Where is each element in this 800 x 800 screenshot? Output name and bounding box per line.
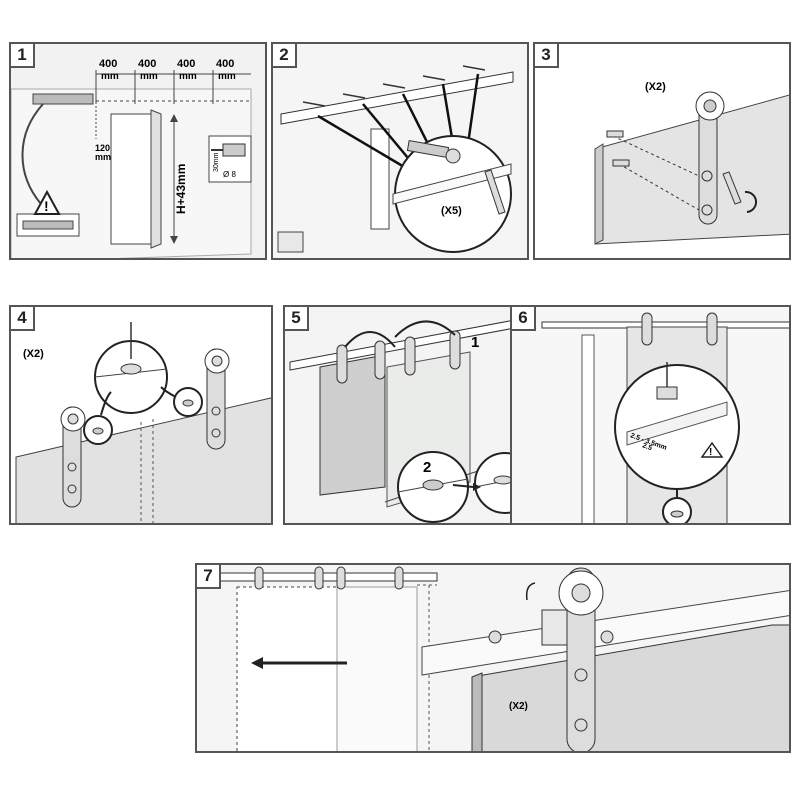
step-1-panel: 1 400 mm 400 mm 400 mm 400 mm H+43mm — [9, 42, 267, 260]
step-6-dim-a: 2.5 — [641, 442, 653, 452]
step-7-qty: (X2) — [509, 701, 528, 712]
dim-2-unit: mm — [140, 71, 158, 82]
dim-3-label: 400 — [177, 58, 195, 70]
step-4-number: 4 — [11, 307, 35, 331]
dim-1-label: 400 — [99, 58, 117, 70]
dim-1-unit: mm — [101, 71, 119, 82]
step-5-number: 5 — [285, 307, 309, 331]
step-5-illustration: 1 2 — [285, 307, 521, 523]
step-3-qty: (X2) — [645, 81, 666, 93]
offset-unit: mm — [95, 152, 111, 162]
step-7-number: 7 — [197, 565, 221, 589]
step-6-illustration: ! 2.5 2.5 - 3.5mm — [512, 307, 789, 523]
step-2-panel: 2 (X5) — [271, 42, 529, 260]
step-4-illustration: (X2) — [11, 307, 271, 523]
step-6-panel: 6 ! 2.5 2.5 - 3.5mm — [510, 305, 791, 525]
step-5-sub2: 2 — [423, 459, 431, 476]
warning-icon: ! — [709, 447, 712, 458]
step-1-number: 1 — [11, 44, 35, 68]
step-3-illustration: (X2) — [535, 44, 789, 258]
step-7-illustration: (X2) — [197, 565, 789, 751]
dim-4-label: 400 — [216, 58, 234, 70]
dim-3-unit: mm — [179, 71, 197, 82]
step-3-panel: 3 (X2) — [533, 42, 791, 260]
dim-4-unit: mm — [218, 71, 236, 82]
drill-size-label: 30mm — [213, 152, 220, 172]
step-4-qty: (X2) — [23, 348, 44, 360]
step-7-panel: 7 — [195, 563, 791, 753]
step-2-illustration: (X5) — [273, 44, 527, 258]
step-5-sub1: 1 — [471, 334, 479, 351]
step-1-illustration: 400 mm 400 mm 400 mm 400 mm H+43mm 120 m… — [11, 44, 265, 258]
drill-bit-label: Ø 8 — [223, 170, 236, 179]
step-6-number: 6 — [512, 307, 536, 331]
dim-2-label: 400 — [138, 58, 156, 70]
step-2-number: 2 — [273, 44, 297, 68]
offset-label: 120 — [95, 143, 110, 153]
height-label: H+43mm — [174, 164, 188, 214]
step-3-number: 3 — [535, 44, 559, 68]
step-5-panel: 5 1 2 — [283, 305, 523, 525]
step-4-panel: 4 (X2) — [9, 305, 273, 525]
warning-icon: ! — [44, 198, 49, 214]
step-2-qty: (X5) — [441, 205, 462, 217]
